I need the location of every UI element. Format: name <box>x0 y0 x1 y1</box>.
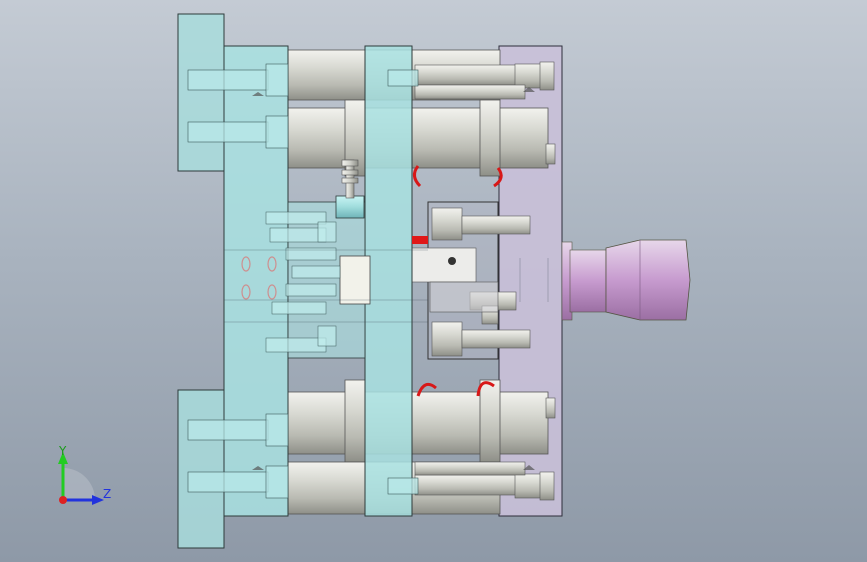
runner-block[interactable] <box>335 195 365 219</box>
leader-pin-left-4[interactable] <box>187 465 289 499</box>
triad-quadrant <box>63 468 95 500</box>
leader-pin-left-2[interactable] <box>187 115 289 149</box>
coordinate-triad: Y Z <box>58 444 111 505</box>
guide-pin-bottom-inner[interactable] <box>287 379 556 463</box>
return-pin-lower[interactable] <box>431 321 531 357</box>
injection-nozzle[interactable] <box>561 239 691 321</box>
guide-pin-top-inner[interactable] <box>287 99 556 177</box>
thread-markers <box>252 87 535 470</box>
leader-pin-core-top[interactable] <box>387 69 419 87</box>
sprue-puller-pin[interactable] <box>341 159 359 199</box>
left-clamp-plate-bottom[interactable] <box>177 389 225 549</box>
construction-lines <box>224 249 549 323</box>
x-axis-point <box>59 496 67 504</box>
ejector-pin-group-top[interactable] <box>414 61 555 100</box>
leader-pin-left-3[interactable] <box>187 413 289 447</box>
red-spring-bottom <box>416 381 495 397</box>
z-axis-label: Z <box>103 487 111 501</box>
core-plate[interactable] <box>364 45 413 517</box>
left-clamp-plate-top[interactable] <box>177 13 225 172</box>
red-spring-top <box>413 165 503 188</box>
leader-pin-left-1[interactable] <box>187 63 289 97</box>
sprue-bushing[interactable] <box>411 247 499 313</box>
y-axis-label: Y <box>58 444 67 458</box>
ejector-pin-group-bottom[interactable] <box>414 461 555 501</box>
o-ring-details <box>241 256 277 300</box>
red-marker <box>412 236 428 244</box>
gate-core[interactable] <box>339 255 371 305</box>
cavity-pin-cluster[interactable] <box>265 211 341 353</box>
leader-pin-core-bottom[interactable] <box>387 477 419 495</box>
return-pin-upper[interactable] <box>431 207 531 241</box>
